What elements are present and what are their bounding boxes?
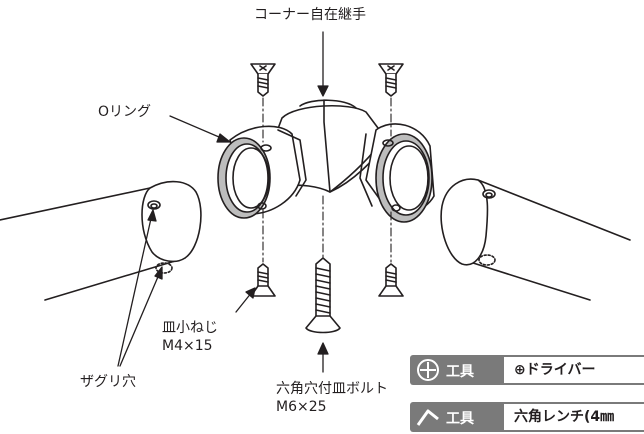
tool-screwdriver-label: 工具 xyxy=(446,364,474,380)
o-ring-label: Oリング xyxy=(98,104,152,120)
corner-fitting xyxy=(217,99,435,223)
tool-hex-wrench-label: 工具 xyxy=(446,411,474,427)
right-pipe xyxy=(440,178,631,301)
bottom-left-screw xyxy=(250,263,276,297)
corner-fitting-label: コーナー自在継手 xyxy=(254,7,366,23)
bottom-right-screw xyxy=(378,263,404,297)
left-pipe xyxy=(0,180,202,301)
leader-lines xyxy=(117,31,329,373)
tool-hex-wrench-value: 六角レンチ(4㎜ xyxy=(504,404,644,430)
tool-screwdriver: 工具 ⊕ドライバー xyxy=(410,355,644,385)
counterbore-label: ザグリ穴 xyxy=(80,374,136,390)
pan-screw-size-label: M4×15 xyxy=(162,338,213,354)
tool-screwdriver-value: ⊕ドライバー xyxy=(504,357,644,383)
hex-wrench-icon xyxy=(416,409,439,426)
top-left-screw xyxy=(250,63,276,97)
top-right-screw xyxy=(378,63,404,97)
tool-hex-wrench: 工具 六角レンチ(4㎜ xyxy=(410,402,644,432)
hex-bolt-size-label: M6×25 xyxy=(276,399,327,415)
hex-socket-bolt xyxy=(305,257,341,334)
center-lines xyxy=(262,97,392,263)
hex-bolt-label: 六角穴付皿ボルト xyxy=(276,381,388,397)
phillips-screwdriver-icon xyxy=(417,359,439,381)
pan-screw-label: 皿小ねじ xyxy=(162,320,218,336)
